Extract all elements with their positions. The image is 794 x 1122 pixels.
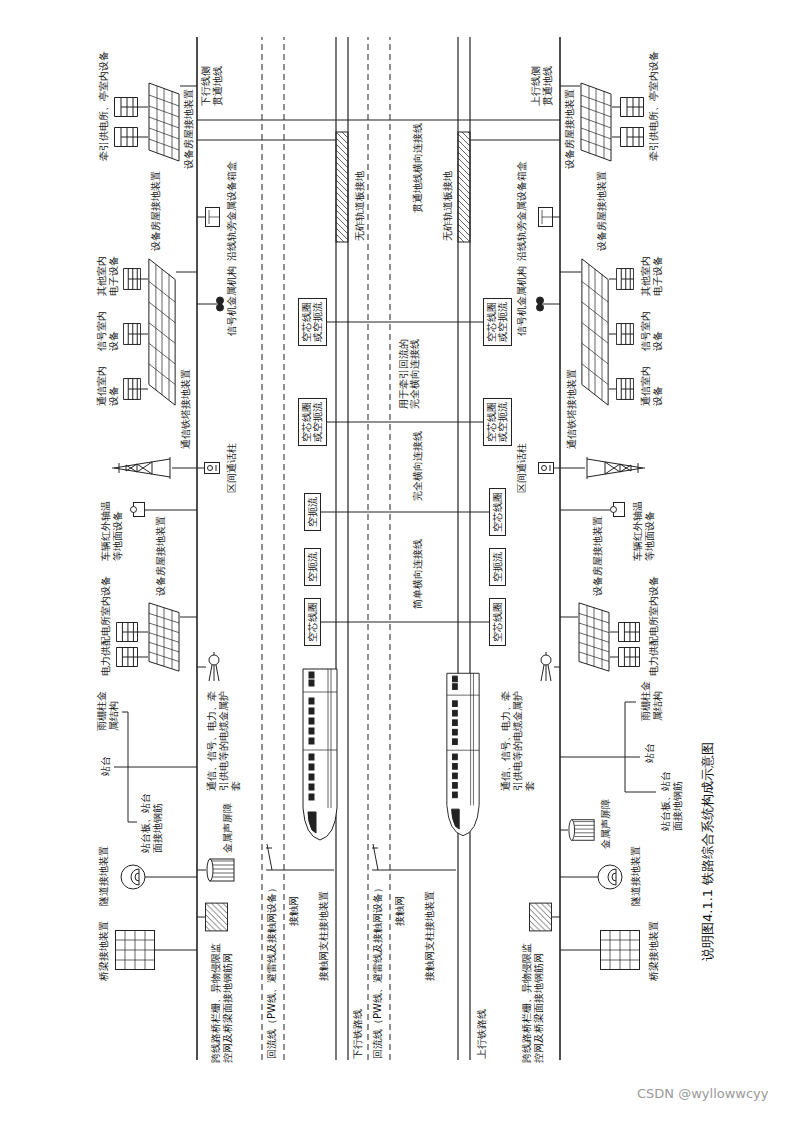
down-side-equipment bbox=[112, 83, 234, 970]
annotation-label: 隧道接地装置 bbox=[98, 845, 110, 907]
annotation-label: 车辆红外轴温等地面设备 bbox=[632, 496, 656, 562]
annotation-label: 信号机金属机构 bbox=[516, 265, 528, 337]
annotation-label: 信号室内设备 bbox=[96, 306, 120, 352]
rail-lines bbox=[336, 37, 470, 1060]
annotation-label: 桥梁接地装置 bbox=[98, 920, 110, 982]
box-text: 空芯线圈或空扼流 bbox=[301, 302, 324, 342]
annotation-label: 区间通话柱 bbox=[226, 442, 238, 494]
box-text: 空芯线圈 bbox=[307, 602, 318, 642]
coil-box: 空芯线圈 bbox=[304, 598, 321, 646]
annotation-label: 接触网支柱接地装置 bbox=[318, 890, 330, 982]
annotation-label: 下行铁路线 bbox=[352, 1008, 364, 1060]
annotation-label: 其他室内电子设备 bbox=[96, 251, 120, 297]
annotation-label: 金属声屏障 bbox=[600, 798, 612, 850]
annotation-label: 简单横向连接线 bbox=[412, 538, 423, 610]
annotation-label: 设备房屋接地装置 bbox=[592, 515, 603, 597]
annotation-label: 通信、信号、电力、牵引供电等的电缆金属护套 bbox=[500, 688, 536, 792]
annotation-label: 隧道接地装置 bbox=[630, 845, 642, 907]
annotation-label: 沿线轨旁金属设备箱盒 bbox=[516, 160, 528, 262]
annotation-label: 无砟轨道板接地 bbox=[442, 170, 454, 242]
annotation-label: 接触网支柱接地装置 bbox=[424, 890, 436, 982]
coil-box: 空芯线圈或空扼流 bbox=[483, 298, 512, 346]
cross-connection-line bbox=[327, 321, 483, 322]
ground-wire bbox=[197, 37, 560, 1060]
catenary-mast bbox=[266, 844, 456, 870]
annotation-label: 上行线侧贯通地线 bbox=[530, 59, 554, 107]
annotation-label: 贯通地线横向连接线 bbox=[412, 122, 424, 214]
annotation-label: 设备房屋接地装置 bbox=[564, 88, 575, 170]
annotation-label: 牵引供电所、亭室内设备 bbox=[98, 50, 110, 162]
annotation-label: 设备房屋接地装置 bbox=[596, 170, 607, 252]
box-text: 空芯线圈或空扼流 bbox=[486, 302, 509, 342]
cross-connection-line bbox=[327, 421, 483, 422]
annotation-label: 接触网 bbox=[288, 895, 300, 927]
coil-box: 空扼流 bbox=[489, 548, 506, 586]
box-text: 空芯线圈 bbox=[492, 602, 503, 642]
annotation-label: 回流线（PW线、避雷线及接触网设备） bbox=[266, 882, 278, 1060]
annotation-label: 通信室内设备 bbox=[96, 361, 120, 407]
box-text: 空扼流 bbox=[492, 552, 503, 582]
coil-box: 空芯线圈 bbox=[489, 488, 506, 536]
box-text: 空芯线圈或空扼流 bbox=[486, 402, 509, 442]
annotation-label: 设备房屋接地装置 bbox=[155, 515, 166, 597]
annotation-label: 下行线侧贯通地线 bbox=[200, 59, 224, 107]
annotation-label: 桥梁接地装置 bbox=[648, 920, 660, 982]
annotation-label: 金属声屏障 bbox=[222, 802, 234, 854]
annotation-label: 其他室内电子设备 bbox=[640, 251, 664, 297]
box-text: 空扼流 bbox=[307, 552, 318, 582]
annotation-label: 信号机金属机构 bbox=[226, 265, 238, 337]
annotation-label: 无砟轨道板接地 bbox=[354, 170, 366, 242]
annotation-label: 跨线路桥栏栅、异物侵限监控网及桥梁面接地钢筋网 bbox=[521, 938, 545, 1064]
coil-box: 空扼流 bbox=[304, 548, 321, 586]
box-text: 空芯线圈或空扼流 bbox=[301, 402, 324, 442]
annotation-label: 通信铁塔接地装置 bbox=[566, 368, 577, 450]
annotation-label: 回流线（PW线、避雷线及接触网设备） bbox=[372, 882, 384, 1060]
annotation-label: 站台 bbox=[644, 742, 656, 764]
coil-box: 空芯线圈或空扼流 bbox=[298, 398, 327, 446]
watermark-text: CSDN @wyllowwcyy bbox=[636, 1086, 770, 1102]
train-icon bbox=[303, 669, 479, 840]
annotation-label: 站台板、站台面接地钢筋 bbox=[660, 766, 684, 832]
cross-connection-line bbox=[321, 511, 489, 512]
return-and-catenary-lines bbox=[262, 37, 390, 1060]
annotation-label: 通信、信号、电力、牵引供电等的电缆金属护套 bbox=[206, 688, 242, 792]
annotation-label: 跨线路桥栏栅、异物侵限监控网及桥梁面接地钢筋网 bbox=[210, 938, 234, 1064]
slab-track-bars bbox=[197, 132, 560, 242]
annotation-label: 信号室内设备 bbox=[640, 306, 664, 352]
annotation-label: 接触网 bbox=[394, 895, 406, 927]
annotation-label: 雨棚柱金属结构 bbox=[640, 676, 664, 722]
box-text: 空扼流 bbox=[307, 497, 318, 527]
annotation-label: 区间通话柱 bbox=[516, 442, 528, 494]
annotation-label: 电力供配电所室内设备 bbox=[648, 575, 660, 677]
coil-box: 空芯线圈或空扼流 bbox=[298, 298, 327, 346]
annotation-label: 车辆红外轴温等地面设备 bbox=[100, 496, 124, 562]
annotation-label: 沿线轨旁金属设备箱盒 bbox=[226, 160, 238, 262]
annotation-label: 通信室内设备 bbox=[640, 361, 664, 407]
annotation-label: 电力供配电所室内设备 bbox=[100, 575, 112, 677]
box-text: 空芯线圈 bbox=[492, 492, 503, 532]
annotation-label: 完全横向连接线 bbox=[412, 430, 423, 502]
coil-box: 空芯线圈或空扼流 bbox=[483, 398, 512, 446]
cross-connection-line bbox=[321, 621, 489, 622]
annotation-label: 设备房屋接地装置 bbox=[150, 170, 161, 252]
annotation-label: 站台 bbox=[100, 755, 112, 777]
up-side-equipment bbox=[529, 83, 656, 970]
annotation-label: 雨棚柱金属结构 bbox=[96, 686, 120, 732]
annotation-label: 牵引供电所、亭室内设备 bbox=[648, 50, 660, 162]
annotation-label: 用于牵引回流的完全横向连接线 bbox=[398, 334, 421, 410]
annotation-label: 设备房屋接地装置 bbox=[183, 88, 194, 170]
coil-box: 空芯线圈 bbox=[489, 598, 506, 646]
annotation-label: 通信铁塔接地装置 bbox=[180, 368, 191, 450]
annotation-label: 站台板、站台面接地钢筋 bbox=[140, 788, 164, 854]
annotation-label: 上行铁路线 bbox=[476, 1008, 488, 1060]
figure-caption: 说明图4.1.1 铁路综合系统构成示意图 bbox=[700, 741, 716, 962]
coil-box: 空扼流 bbox=[304, 493, 321, 531]
